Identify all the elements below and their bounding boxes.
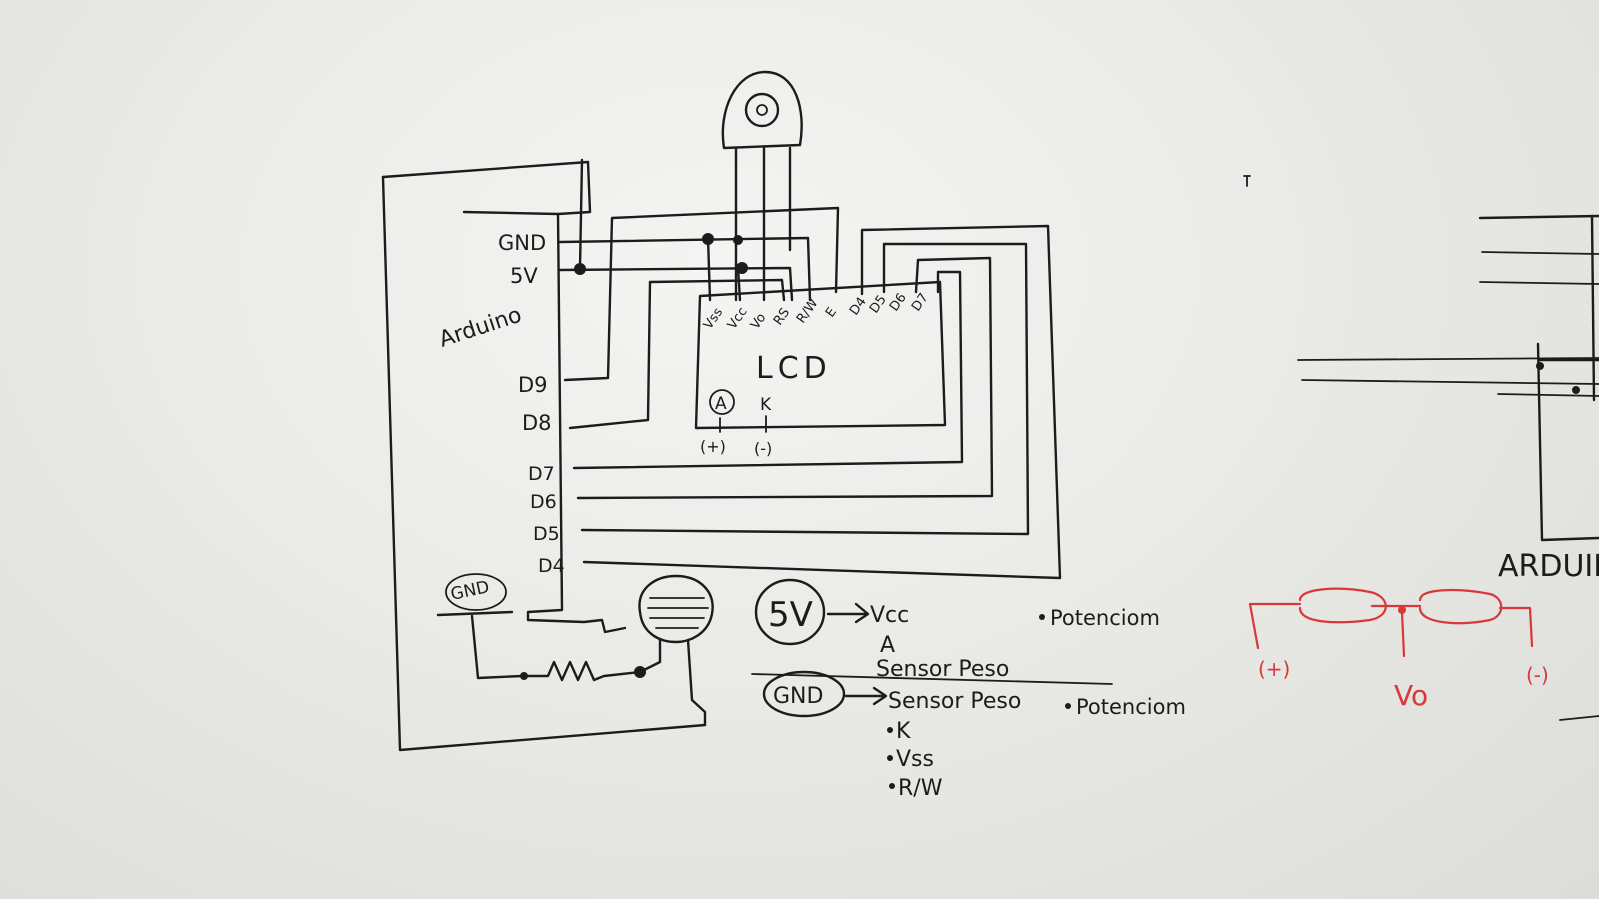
right-fragment-label: ARDUIN bbox=[1498, 549, 1599, 584]
arduino-label: Arduino bbox=[436, 303, 525, 353]
note-5v-circle bbox=[754, 578, 826, 646]
load-cell-sensor bbox=[470, 574, 714, 727]
red-potentiometer-sketch: (+) Vo (-) bbox=[1248, 587, 1549, 712]
connection-notes: 5V Vcc A Sensor Peso Potenciom GND Senso… bbox=[751, 578, 1186, 801]
pin-d5-label: D5 bbox=[533, 523, 560, 545]
lcd-pin-d6: D6 bbox=[887, 291, 910, 315]
backlight-a-circle bbox=[709, 389, 735, 415]
red-resistor-right bbox=[1418, 588, 1503, 625]
red-minus-label: (-) bbox=[1526, 663, 1549, 687]
lcd-pin-rs: RS bbox=[771, 306, 793, 329]
data-wires bbox=[572, 224, 1062, 580]
lcd-pin-vo: Vo bbox=[748, 311, 769, 333]
gnd-external-label: GND bbox=[449, 577, 491, 605]
note-5v-item-1: Vcc bbox=[870, 603, 909, 628]
red-vo-label: Vo bbox=[1394, 679, 1428, 712]
control-wires bbox=[563, 206, 840, 430]
lcd-pin-e: E bbox=[823, 305, 840, 320]
lcd-pin-vss: Vss bbox=[701, 305, 726, 332]
lcd-pin-d4: D4 bbox=[847, 295, 870, 319]
lcd-title: LCD bbox=[756, 351, 832, 386]
pin-d8-label: D8 bbox=[522, 411, 552, 435]
backlight-minus-label: (-) bbox=[754, 439, 772, 458]
note-gnd-item-3: R/W bbox=[898, 776, 943, 801]
backlight-k-label: K bbox=[760, 395, 772, 415]
lcd-module: LCD Vss Vcc Vo RS R/W E D4 D5 D6 D7 A K … bbox=[694, 280, 947, 458]
stray-mark bbox=[1243, 175, 1251, 187]
arduino-board: Arduino GND 5V D9 D8 D7 D6 D5 D4 GND bbox=[381, 160, 707, 752]
resistor bbox=[520, 660, 642, 682]
right-edge-fragment: ARDUIN bbox=[1297, 214, 1599, 721]
power-wires bbox=[558, 158, 812, 302]
note-gnd-label: GND bbox=[773, 684, 823, 709]
pin-d6-label: D6 bbox=[530, 491, 557, 513]
pin-gnd-label: GND bbox=[498, 231, 546, 255]
red-plus-label: (+) bbox=[1258, 657, 1290, 681]
lcd-pin-vcc: Vcc bbox=[725, 305, 751, 333]
note-5v-side: Potenciom bbox=[1050, 606, 1160, 630]
pin-d9-label: D9 bbox=[518, 373, 548, 397]
backlight-plus-label: (+) bbox=[700, 437, 726, 456]
note-5v-item-2: A bbox=[880, 633, 895, 658]
note-gnd-circle bbox=[762, 670, 846, 718]
note-gnd-first: Sensor Peso bbox=[888, 689, 1021, 714]
note-gnd-side: Potenciom bbox=[1076, 695, 1186, 719]
potentiometer-top bbox=[721, 70, 803, 302]
pin-d4-label: D4 bbox=[538, 555, 565, 577]
note-gnd-item-2: Vss bbox=[896, 747, 934, 772]
pin-d7-label: D7 bbox=[528, 463, 555, 485]
lcd-pin-d5: D5 bbox=[867, 293, 890, 317]
lcd-pin-rw: R/W bbox=[794, 296, 821, 326]
backlight-a-label: A bbox=[715, 394, 727, 414]
pin-5v-label: 5V bbox=[510, 264, 538, 288]
note-gnd-item-1: K bbox=[896, 719, 911, 744]
lcd-pin-d7: D7 bbox=[909, 291, 932, 315]
note-5v-label: 5V bbox=[768, 595, 813, 635]
gnd-circle bbox=[445, 573, 507, 611]
